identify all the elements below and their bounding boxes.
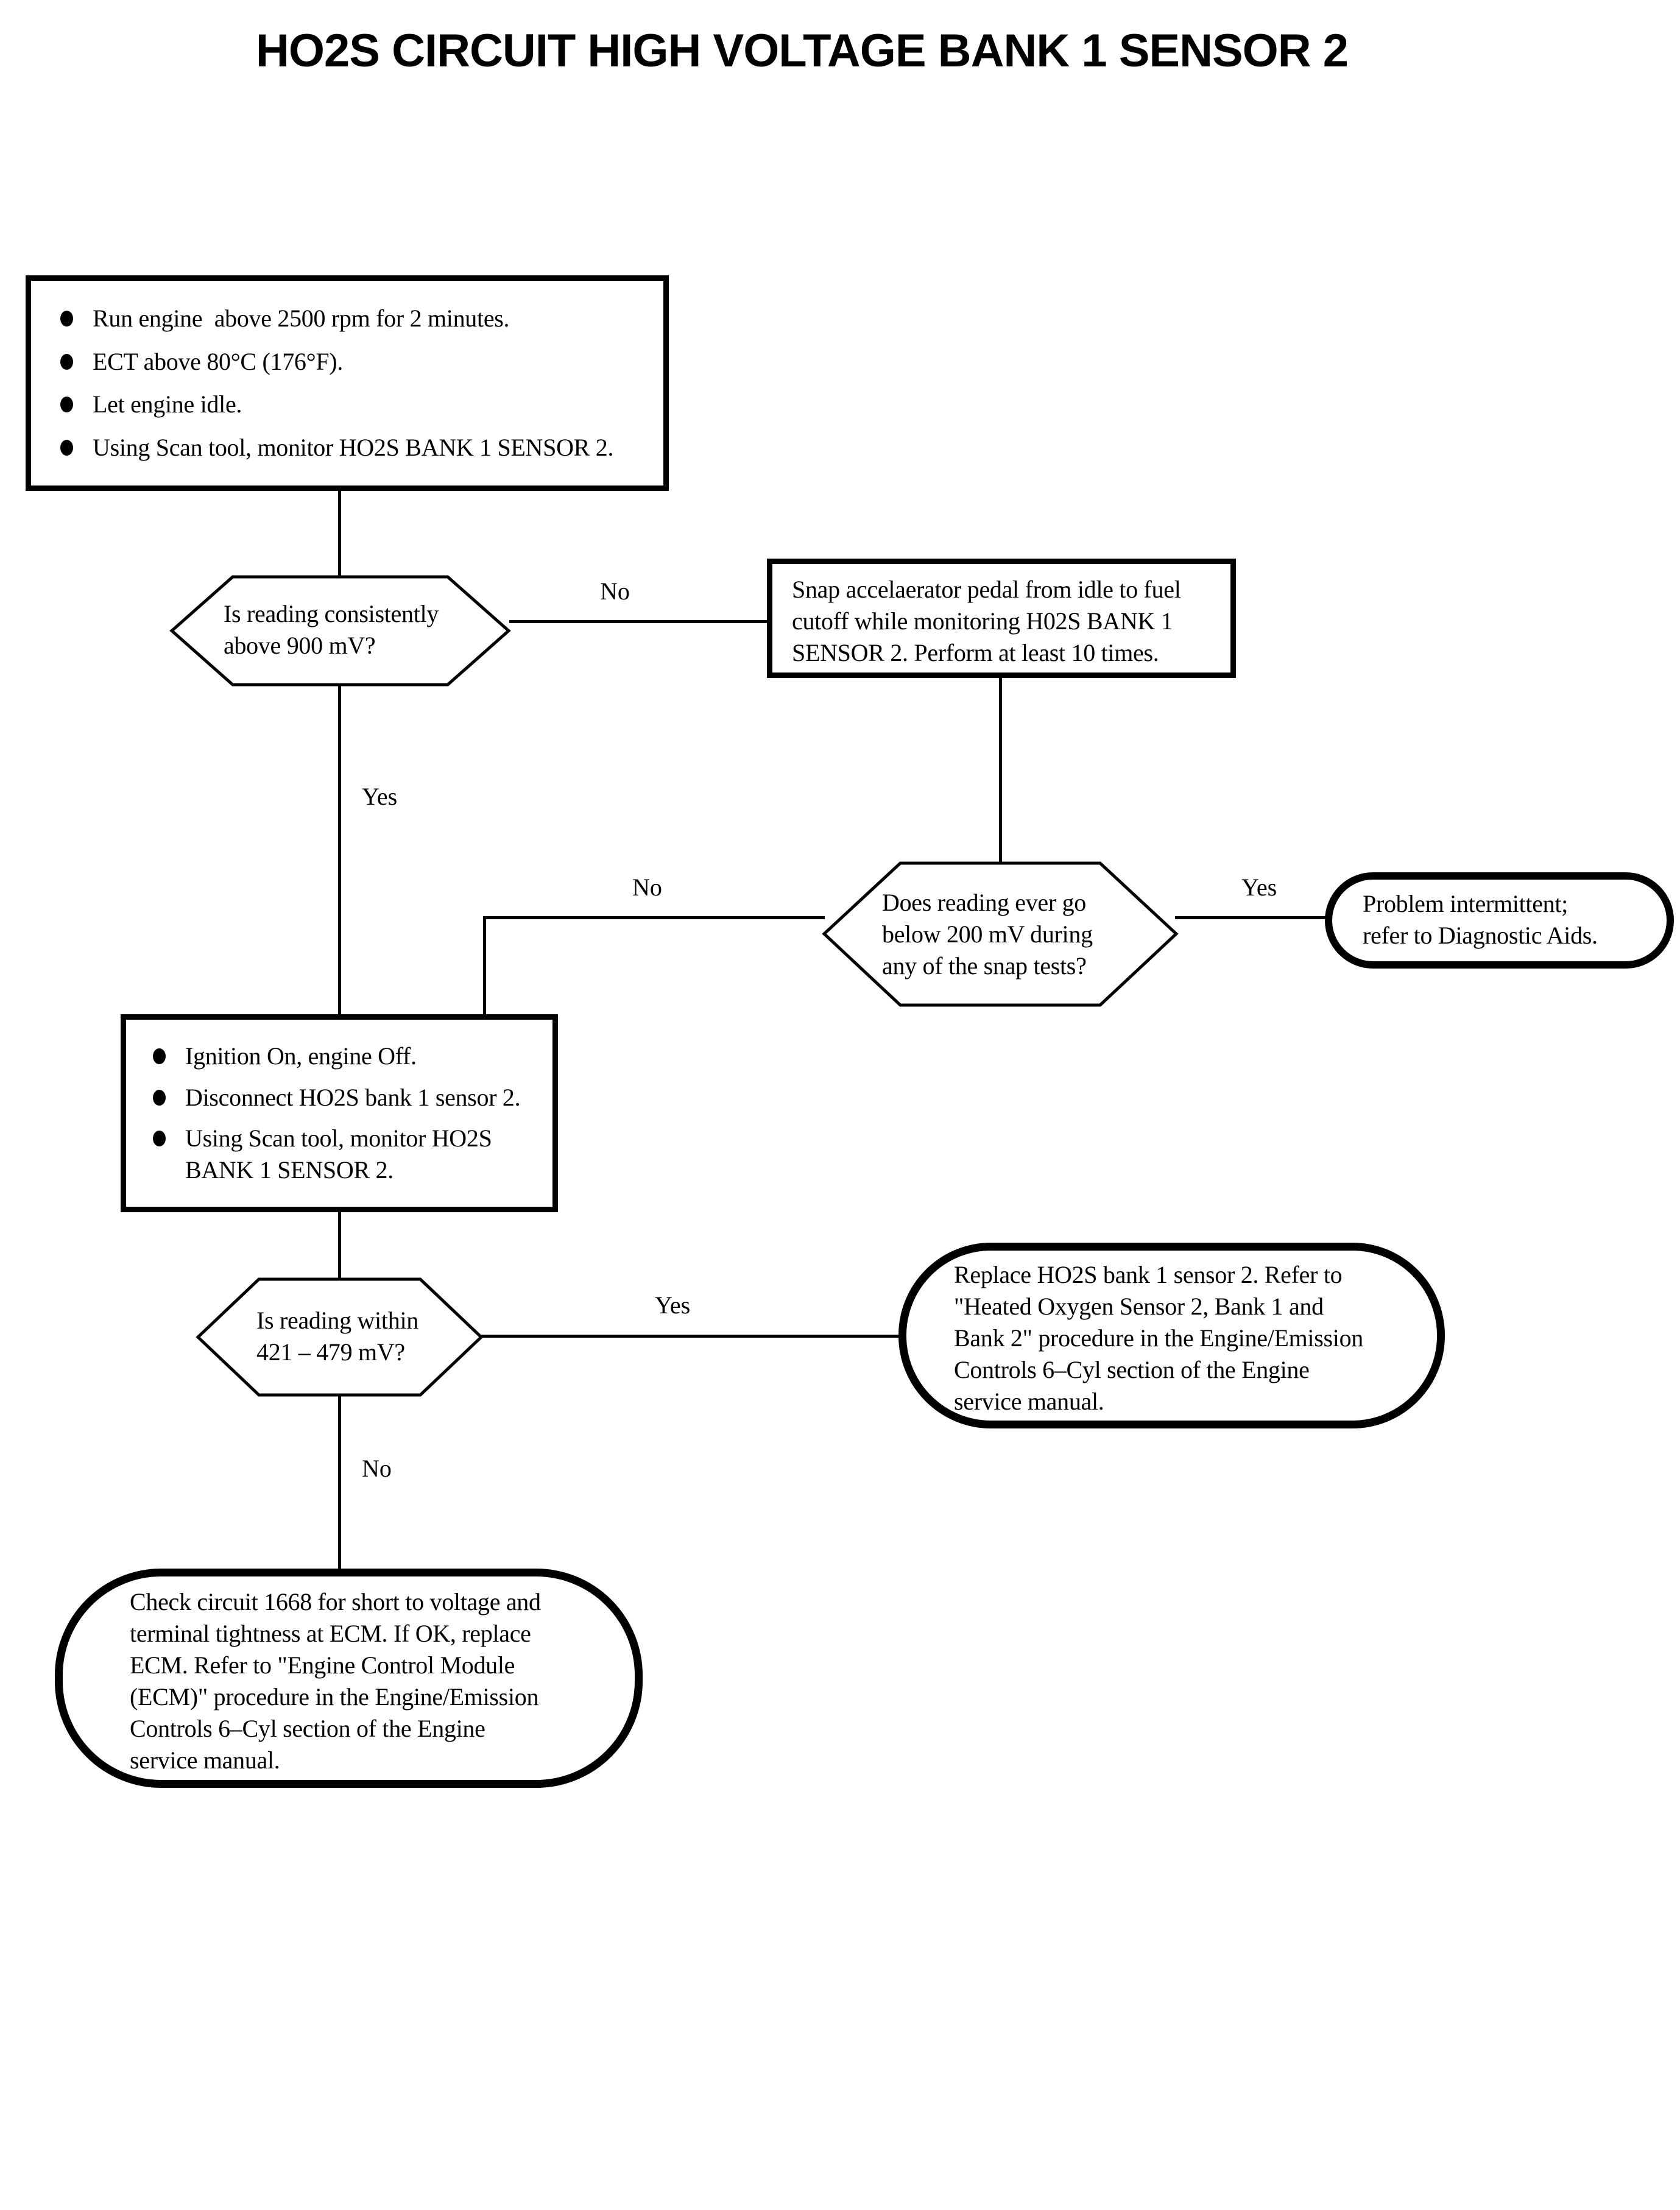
list-item: Disconnect HO2S bank 1 sensor 2. bbox=[153, 1082, 538, 1114]
snap-test-text: Snap accelaerator pedal from idle to fue… bbox=[792, 576, 1181, 666]
no-label-1: No bbox=[600, 577, 630, 605]
no-label-3: No bbox=[362, 1455, 392, 1482]
connector-snap-to-decision200 bbox=[999, 677, 1002, 864]
connector-no-decision200-horizontal bbox=[483, 916, 825, 919]
decision-200mv-text: Does reading ever go below 200 mV during… bbox=[882, 889, 1093, 980]
replace-sensor-text: Replace HO2S bank 1 sensor 2. Refer to "… bbox=[954, 1261, 1363, 1415]
disconnect-steps-list: Ignition On, engine Off. Disconnect HO2S… bbox=[126, 1020, 552, 1207]
bullet-text: Ignition On, engine Off. bbox=[185, 1042, 417, 1070]
connector-no-decision900-to-snap bbox=[509, 620, 768, 623]
check-circuit-terminal: Check circuit 1668 for short to voltage … bbox=[55, 1569, 643, 1788]
hexagon-shape bbox=[196, 1277, 484, 1397]
list-item: Ignition On, engine Off. bbox=[153, 1040, 538, 1072]
connector-disconnect-to-decision421 bbox=[338, 1212, 341, 1280]
bullet-icon bbox=[60, 353, 73, 370]
bullet-text: Using Scan tool, monitor HO2S BANK 1 SEN… bbox=[185, 1124, 492, 1184]
no-label-2: No bbox=[632, 874, 662, 901]
decision-421-479mv: Is reading within 421 – 479 mV? bbox=[196, 1277, 484, 1397]
yes-label-2: Yes bbox=[1241, 874, 1277, 901]
yes-label-3: Yes bbox=[655, 1291, 691, 1319]
bullet-icon bbox=[60, 439, 73, 456]
list-item: Using Scan tool, monitor HO2S BANK 1 SEN… bbox=[60, 432, 649, 464]
connector-prep-to-decision900 bbox=[338, 491, 341, 577]
decision-200mv: Does reading ever go below 200 mV during… bbox=[822, 861, 1179, 1007]
list-item: ECT above 80°C (176°F). bbox=[60, 346, 649, 378]
hexagon-shape bbox=[822, 861, 1179, 1007]
decision-900mv: Is reading consistently above 900 mV? bbox=[169, 575, 511, 687]
problem-intermittent-text: Problem intermittent; refer to Diagnosti… bbox=[1363, 890, 1598, 949]
prep-steps-list: Run engine above 2500 rpm for 2 minutes.… bbox=[31, 281, 663, 485]
check-circuit-text: Check circuit 1668 for short to voltage … bbox=[130, 1588, 541, 1774]
yes-label-1: Yes bbox=[362, 783, 398, 810]
bullet-text: Using Scan tool, monitor HO2S BANK 1 SEN… bbox=[93, 433, 614, 461]
connector-yes-decision200-to-intermittent bbox=[1175, 916, 1325, 919]
replace-sensor-terminal: Replace HO2S bank 1 sensor 2. Refer to "… bbox=[898, 1243, 1445, 1428]
bullet-text: Run engine above 2500 rpm for 2 minutes. bbox=[93, 305, 510, 333]
bullet-icon bbox=[60, 397, 73, 413]
connector-no-decision200-vertical bbox=[483, 916, 486, 1015]
hexagon-shape bbox=[169, 575, 511, 687]
prep-steps-box: Run engine above 2500 rpm for 2 minutes.… bbox=[26, 275, 669, 491]
list-item: Run engine above 2500 rpm for 2 minutes. bbox=[60, 303, 649, 334]
bullet-icon bbox=[153, 1089, 166, 1106]
list-item: Using Scan tool, monitor HO2S BANK 1 SEN… bbox=[153, 1123, 538, 1186]
bullet-icon bbox=[60, 311, 73, 327]
snap-test-box: Snap accelaerator pedal from idle to fue… bbox=[767, 559, 1236, 678]
decision-421-479mv-text: Is reading within 421 – 479 mV? bbox=[256, 1307, 418, 1366]
bullet-text: Disconnect HO2S bank 1 sensor 2. bbox=[185, 1083, 521, 1111]
decision-900mv-text: Is reading consistently above 900 mV? bbox=[224, 600, 439, 659]
connector-yes-decision421-to-replace bbox=[480, 1335, 901, 1338]
bullet-text: ECT above 80°C (176°F). bbox=[93, 347, 343, 375]
bullet-text: Let engine idle. bbox=[93, 390, 242, 418]
problem-intermittent-terminal: Problem intermittent; refer to Diagnosti… bbox=[1325, 872, 1674, 969]
disconnect-sensor-box: Ignition On, engine Off. Disconnect HO2S… bbox=[121, 1014, 558, 1212]
connector-no-decision421-to-check bbox=[338, 1394, 341, 1569]
list-item: Let engine idle. bbox=[60, 389, 649, 420]
connector-yes-decision900-to-disconnect bbox=[338, 685, 341, 1015]
bullet-icon bbox=[153, 1048, 166, 1064]
bullet-icon bbox=[153, 1131, 166, 1147]
page-title: HO2S CIRCUIT HIGH VOLTAGE BANK 1 SENSOR … bbox=[256, 25, 1349, 77]
